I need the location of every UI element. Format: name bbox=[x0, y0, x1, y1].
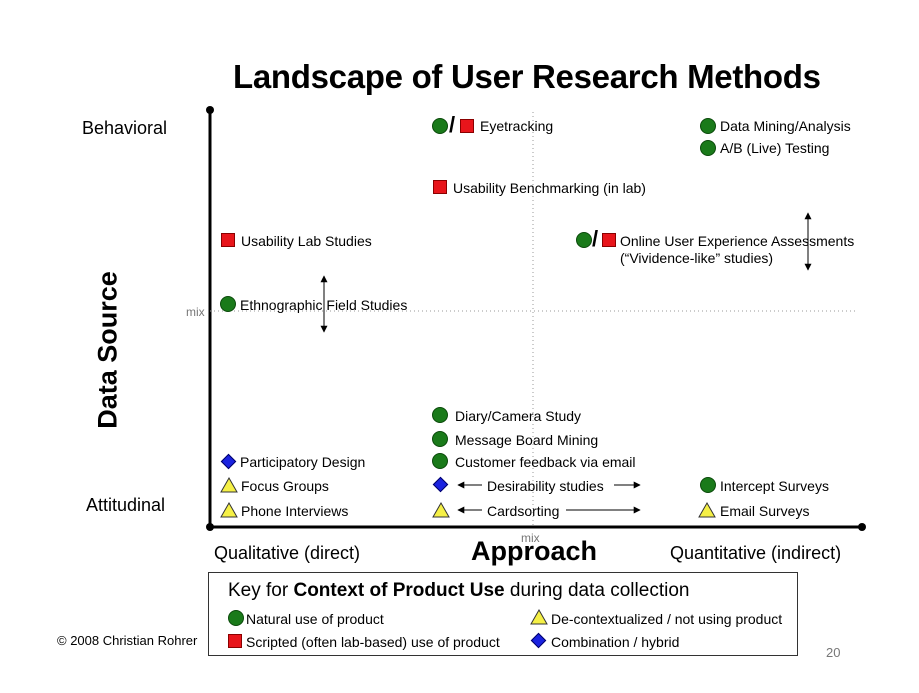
method-ab-testing: A/B (Live) Testing bbox=[720, 140, 830, 156]
x-axis-left-label: Qualitative (direct) bbox=[214, 543, 361, 563]
origin-dot bbox=[206, 523, 214, 531]
scripted-square-icon bbox=[602, 233, 616, 247]
x-axis-right-label: Quantitative (indirect) bbox=[670, 543, 842, 563]
natural-circle-icon bbox=[700, 477, 716, 493]
method-usability-lab: Usability Lab Studies bbox=[241, 233, 372, 249]
decontext-triangle-icon bbox=[698, 502, 716, 518]
legend-natural-circle-icon bbox=[228, 610, 244, 626]
natural-circle-icon bbox=[432, 118, 448, 134]
page-number: 20 bbox=[826, 645, 841, 660]
y-axis-mid-label: mix bbox=[186, 305, 205, 319]
method-usability-benchmarking: Usability Benchmarking (in lab) bbox=[453, 180, 646, 196]
natural-circle-icon bbox=[700, 118, 716, 134]
x-axis-title: Approach bbox=[471, 536, 598, 566]
method-data-mining: Data Mining/Analysis bbox=[720, 118, 851, 134]
method-phone-interviews: Phone Interviews bbox=[241, 503, 349, 519]
method-online-ux-note: (“Vividence-like” studies) bbox=[620, 250, 774, 266]
method-cardsorting: Cardsorting bbox=[487, 503, 560, 519]
method-diary: Diary/Camera Study bbox=[455, 408, 582, 424]
slide-title: Landscape of User Research Methods bbox=[233, 58, 821, 95]
slash-separator: / bbox=[449, 112, 456, 137]
legend-decontext-label: De-contextualized / not using product bbox=[551, 611, 783, 627]
method-customer-feedback: Customer feedback via email bbox=[455, 454, 636, 470]
legend-natural-label: Natural use of product bbox=[246, 611, 384, 627]
decontext-triangle-icon bbox=[432, 502, 450, 518]
legend-title: Key for Context of Product Use during da… bbox=[228, 580, 690, 601]
slash-separator: / bbox=[592, 226, 599, 251]
method-intercept: Intercept Surveys bbox=[720, 478, 829, 494]
decontext-triangle-icon bbox=[220, 477, 238, 493]
method-desirability: Desirability studies bbox=[487, 478, 604, 494]
scripted-square-icon bbox=[460, 119, 474, 133]
legend-combination-label: Combination / hybrid bbox=[551, 634, 680, 650]
decontext-triangle-icon bbox=[220, 502, 238, 518]
copyright: © 2008 Christian Rohrer bbox=[57, 633, 198, 648]
y-axis-title: Data Source bbox=[92, 271, 123, 429]
method-focus-groups: Focus Groups bbox=[241, 478, 329, 494]
legend-scripted-label: Scripted (often lab-based) use of produc… bbox=[246, 634, 500, 650]
x-axis-mid-label: mix bbox=[521, 531, 540, 545]
y-axis-end-dot bbox=[206, 106, 214, 114]
natural-circle-icon bbox=[432, 453, 448, 469]
method-participatory: Participatory Design bbox=[240, 454, 366, 470]
method-message-board: Message Board Mining bbox=[455, 432, 599, 448]
legend-scripted-square-icon bbox=[228, 634, 242, 648]
legend-decontext-triangle-icon bbox=[530, 609, 548, 625]
scripted-square-icon bbox=[433, 180, 447, 194]
natural-circle-icon bbox=[700, 140, 716, 156]
natural-circle-icon bbox=[432, 407, 448, 423]
method-online-ux: Online User Experience Assessments bbox=[620, 233, 855, 249]
scripted-square-icon bbox=[221, 233, 235, 247]
legend-box bbox=[208, 572, 798, 656]
y-axis-top-label: Behavioral bbox=[82, 118, 168, 138]
x-axis-end-dot bbox=[858, 523, 866, 531]
natural-circle-icon bbox=[432, 431, 448, 447]
natural-circle-icon bbox=[576, 232, 592, 248]
y-axis-bottom-label: Attitudinal bbox=[86, 495, 166, 515]
method-email-surveys: Email Surveys bbox=[720, 503, 810, 519]
natural-circle-icon bbox=[220, 296, 236, 312]
method-ethnographic: Ethnographic Field Studies bbox=[240, 297, 408, 313]
method-eyetracking: Eyetracking bbox=[480, 118, 554, 134]
